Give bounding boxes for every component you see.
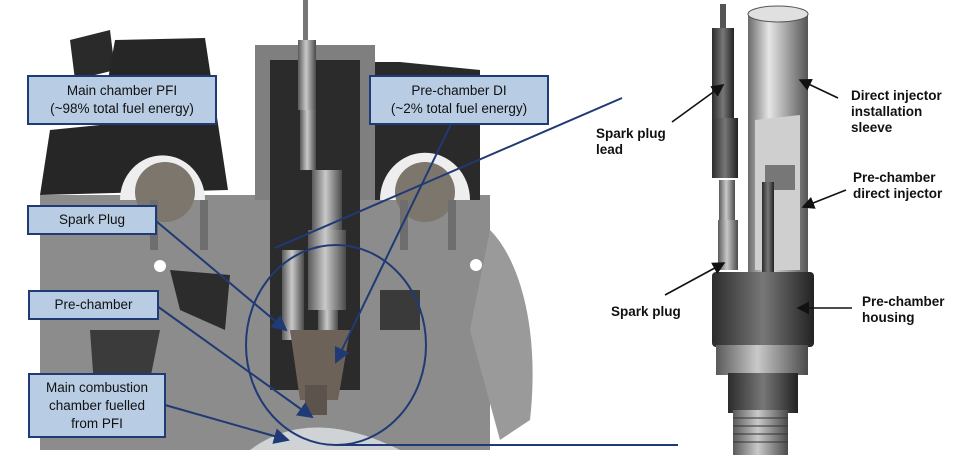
callout-line: Main chamber PFI	[66, 83, 178, 98]
callout-line: from PFI	[71, 415, 123, 431]
label-spark-plug: Spark plug	[611, 304, 681, 320]
label-line: Direct injector	[851, 88, 942, 103]
callout-line: Main combustion	[45, 379, 149, 395]
leader-prechamber-di	[334, 121, 453, 364]
label-line: sleeve	[851, 120, 893, 135]
callout-line: Pre-chamber	[54, 297, 133, 312]
callout-prechamber-di: Pre-chamber DI (~2% total fuel energy)	[369, 75, 549, 125]
callout-pre-chamber: Pre-chamber	[28, 290, 159, 320]
callout-line: (~98% total fuel energy)	[50, 101, 194, 116]
leader-spark-plug	[155, 220, 288, 332]
threads	[733, 417, 788, 443]
label-prechamber-housing: Pre-chamber housing	[862, 294, 945, 326]
label-spark-plug-lead: Spark plug lead	[596, 126, 666, 158]
callout-spark-plug: Spark Plug	[27, 205, 157, 235]
label-line: Pre-chamber	[862, 294, 945, 309]
label-line: housing	[862, 310, 915, 325]
label-prechamber-direct-injector: Pre-chamber direct injector	[853, 170, 942, 202]
callout-line: Spark Plug	[58, 212, 126, 227]
label-line: lead	[596, 142, 624, 157]
left-leader-lines	[155, 97, 678, 446]
prechamber-assembly	[712, 4, 814, 455]
zoom-line-top	[274, 97, 623, 249]
callout-line: Pre-chamber DI	[411, 83, 507, 98]
label-line: direct injector	[853, 186, 943, 201]
callout-main-chamber-pfi: Main chamber PFI (~98% total fuel energy…	[27, 75, 217, 125]
arrow-di-sleeve	[798, 79, 839, 99]
leader-pre-chamber	[156, 305, 314, 419]
label-line: Spark plug	[596, 126, 666, 141]
leader-main-combustion	[164, 404, 290, 444]
label-line: Spark plug	[611, 304, 681, 319]
arrow-spark-plug	[664, 262, 726, 296]
arrow-spark-plug-lead	[671, 84, 725, 123]
callout-main-combustion-chamber: Main combustion chamber fuelled from PFI	[28, 373, 166, 438]
label-line: Pre-chamber	[853, 170, 936, 185]
label-line: installation	[851, 104, 923, 119]
callout-line: chamber fuelled	[48, 397, 146, 413]
label-direct-injector-sleeve: Direct injector installation sleeve	[851, 88, 942, 136]
arrow-prechamber-injector	[801, 189, 847, 209]
right-leader-arrows	[664, 79, 852, 315]
callout-line: (~2% total fuel energy)	[390, 101, 528, 116]
